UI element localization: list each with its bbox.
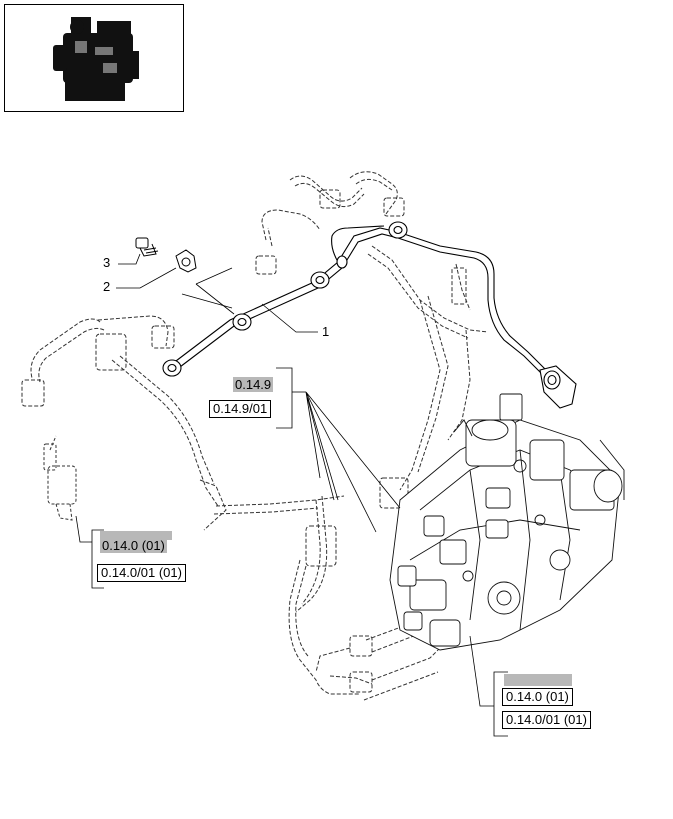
- phantom-pipes: [21, 171, 489, 701]
- ref-highlight-bar-left: [100, 531, 172, 540]
- banjo-bolt-and-washer: [135, 237, 197, 273]
- ref-link-0-14-9-01[interactable]: 0.14.9/01: [209, 400, 272, 418]
- engine-thumbnail-icon: [53, 17, 139, 101]
- injection-pump: [389, 393, 625, 651]
- ref-link-0-14-9[interactable]: 0.14.9: [230, 377, 277, 393]
- ref-link-0-14-0-01-left-text: 0.14.0 (01): [100, 538, 167, 553]
- leader-lines: [75, 253, 508, 737]
- ref-link-0-14-0-01-01-right[interactable]: 0.14.0/01 (01): [502, 711, 591, 729]
- ref-link-0-14-0-01-left[interactable]: 0.14.0 (01): [97, 538, 170, 554]
- callout-2: 2: [103, 279, 111, 294]
- ref-link-0-14-0-01-01-left[interactable]: 0.14.0/01 (01): [97, 564, 186, 582]
- ref-link-0-14-9-text: 0.14.9: [233, 377, 274, 392]
- ref-highlight-bar-right: [504, 674, 572, 686]
- engine-thumbnail-frame: [4, 4, 184, 112]
- leak-off-pipe: [162, 221, 577, 409]
- ref-link-0-14-0-01-right[interactable]: 0.14.0 (01): [502, 688, 573, 706]
- callout-3: 3: [103, 255, 111, 270]
- callout-1: 1: [322, 324, 330, 339]
- phantom-injector-left: [43, 435, 77, 521]
